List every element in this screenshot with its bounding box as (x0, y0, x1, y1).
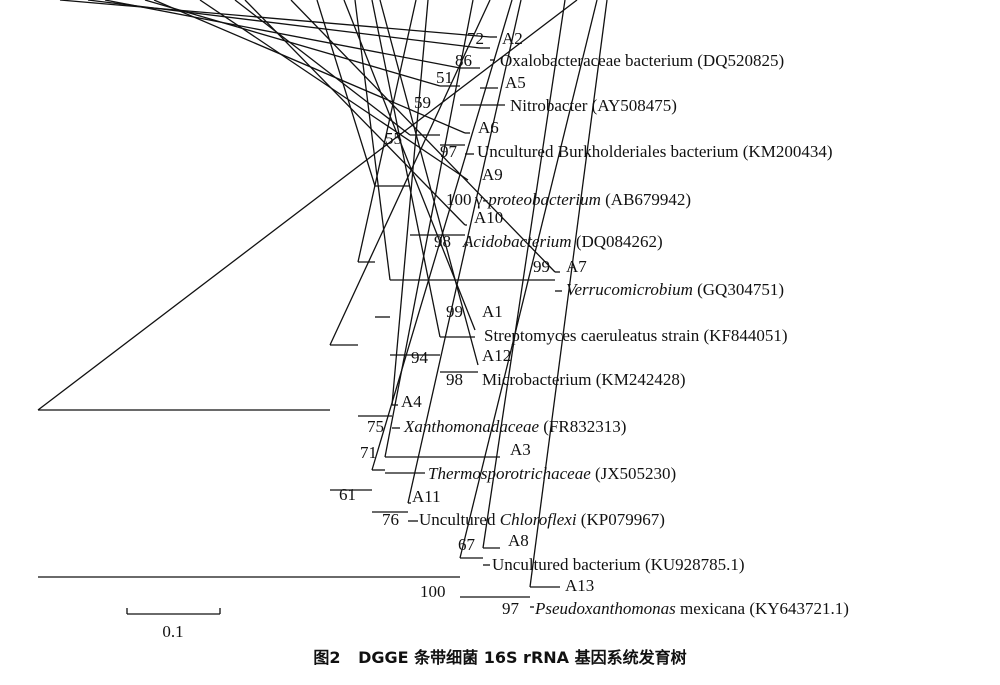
tree-branch (379, 0, 479, 366)
tip-label-a1: A1 (482, 302, 503, 321)
figure-caption: 图2 DGGE 条带细菌 16S rRNA 基因系统发育树 (0, 644, 1000, 668)
tip-label-a8: A8 (508, 531, 529, 550)
tree-branch (244, 0, 466, 226)
tip-label-a9: A9 (482, 165, 503, 184)
tree-branch (37, 0, 578, 411)
tree-branch (59, 0, 491, 38)
caption-number: 图2 (313, 648, 341, 667)
tip-label-a3: A3 (510, 440, 531, 459)
tree-branch (329, 0, 491, 346)
tip-label-a2: A2 (502, 29, 523, 48)
bootstrap-value: 75 (367, 417, 384, 436)
tree-branch (391, 0, 429, 406)
bootstrap-value: 97 (440, 142, 458, 161)
tree-branch (482, 0, 566, 549)
bootstrap-value: 94 (411, 348, 429, 367)
tree-branch (371, 0, 441, 338)
bootstrap-value: 59 (414, 93, 431, 112)
bootstrap-value: 51 (436, 68, 453, 87)
bootstrap-value: 100 (446, 190, 472, 209)
tip-label-pse: Pseudoxanthomonas mexicana (KY643721.1) (534, 599, 849, 618)
scale-bar-label: 0.1 (162, 622, 183, 640)
bootstrap-value: 72 (467, 29, 484, 48)
tip-label-a13: A13 (565, 576, 594, 595)
tip-label-chl: Uncultured Chloroflexi (KP079967) (419, 510, 665, 529)
tip-label-xan: Xanthomonadaceae (FR832313) (403, 417, 626, 436)
tree-branch (407, 0, 522, 504)
tip-label-the: Thermosporotrichaceae (JX505230) (428, 464, 676, 483)
bootstrap-value: 99 (533, 257, 550, 276)
bootstrap-value: 97 (502, 599, 520, 618)
bootstrap-value: 55 (385, 129, 402, 148)
bootstrap-value: 98 (446, 370, 463, 389)
bootstrap-value: 100 (420, 582, 446, 601)
tree-branch (234, 0, 411, 136)
tip-label-a4: A4 (401, 392, 422, 411)
tree-branch (104, 0, 461, 69)
tip-label-a12: A12 (482, 346, 511, 365)
tip-label-unb: Uncultured Burkholderiales bacterium (KM… (477, 142, 833, 161)
tip-label-aci: Acidobacterium (DQ084262) (462, 232, 663, 251)
tip-label-unc: Uncultured bacterium (KU928785.1) (492, 555, 745, 574)
tree-branch (354, 0, 391, 281)
bootstrap-value: 86 (455, 51, 472, 70)
tree-branch (144, 0, 441, 87)
bootstrap-value: 99 (446, 302, 463, 321)
tip-label-gam: γ-proteobacterium (AB679942) (474, 190, 691, 209)
tip-label-a11: A11 (412, 487, 441, 506)
tip-label-nit: Nitrobacter (AY508475) (510, 96, 677, 115)
tip-label-a10: A10 (474, 208, 503, 227)
tree-branch (199, 0, 469, 181)
tip-label-oxa: Oxalobacteraceae bacterium (DQ520825) (500, 51, 784, 70)
tip-label-a6: A6 (478, 118, 499, 137)
tree-branches (37, 0, 608, 608)
bootstrap-value: 76 (382, 510, 399, 529)
bootstrap-value: 98 (434, 232, 451, 251)
bootstrap-value: 67 (458, 535, 476, 554)
tip-label-mic: Microbacterium (KM242428) (482, 370, 685, 389)
tip-label-a7: A7 (566, 257, 587, 276)
bootstrap-value: 61 (339, 485, 356, 504)
tree-branch (316, 0, 376, 187)
scale-bar: 0.1 (126, 608, 221, 640)
tip-label-str: Streptomyces caeruleatus strain (KF84405… (484, 326, 788, 345)
tree-branch (290, 0, 556, 273)
tree-branch (529, 0, 608, 588)
tip-label-ver: Verrucomicrobium (GQ304751) (566, 280, 784, 299)
tree-branch (384, 0, 474, 458)
bootstrap-value: 71 (360, 443, 377, 462)
tree-branch (459, 0, 598, 559)
tree-branch (371, 0, 513, 471)
tip-label-a5: A5 (505, 73, 526, 92)
tree-branch (357, 0, 417, 263)
caption-text: DGGE 条带细菌 16S rRNA 基因系统发育树 (358, 648, 687, 667)
